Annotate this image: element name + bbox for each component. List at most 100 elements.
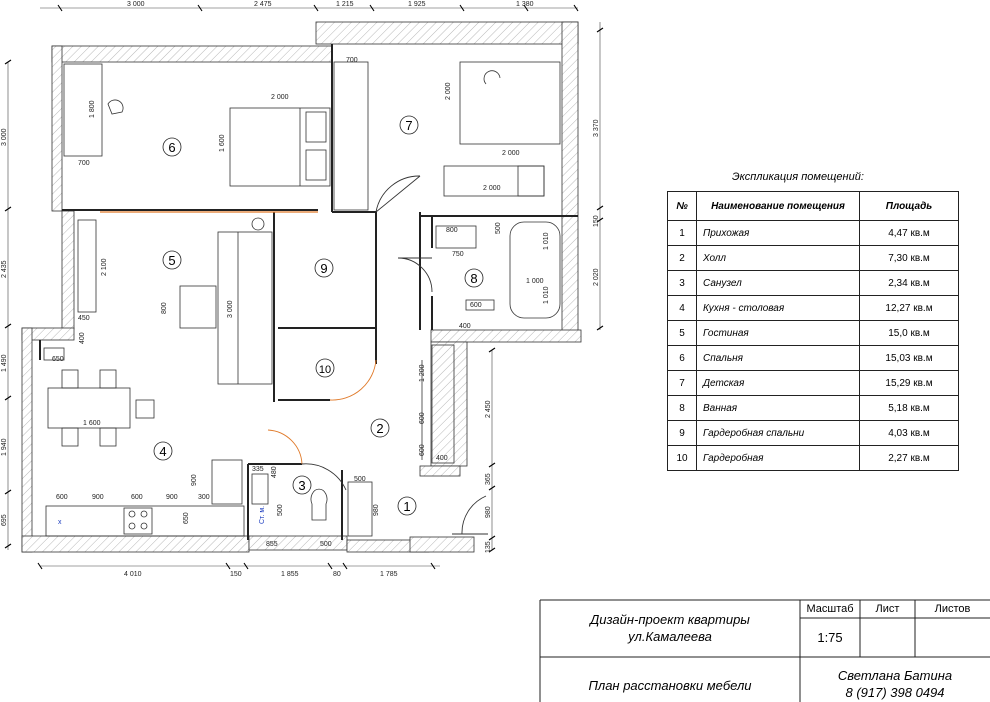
kitchen-dim-900a: 900 <box>92 494 104 501</box>
dim-500a: 500 <box>495 222 502 234</box>
row-area: 15,03 кв.м <box>859 345 959 371</box>
row-number: 10 <box>667 445 697 471</box>
row-name: Прихожая <box>696 220 860 246</box>
title-block-frame <box>539 599 990 702</box>
dim-600b: 600 <box>419 412 426 424</box>
x-mark: x <box>58 519 62 526</box>
dim-700b: 700 <box>78 160 90 167</box>
row-area: 2,27 кв.м <box>859 445 959 471</box>
sheet-label: Лист <box>875 603 900 615</box>
dim-right-lower-1: 2 450 <box>485 400 492 418</box>
dim-2000c: 2 000 <box>502 150 520 157</box>
dim-left-3: 1 490 <box>1 354 8 372</box>
row-name: Холл <box>696 245 860 271</box>
dim-1800: 1 800 <box>89 100 96 118</box>
dim-1200: 1 200 <box>419 364 426 382</box>
dim-1000: 1 000 <box>526 278 544 285</box>
room-number-3: 3 <box>298 478 305 493</box>
row-area: 15,0 кв.м <box>859 320 959 346</box>
row-number: 6 <box>667 345 697 371</box>
scale-label: Масштаб <box>806 603 854 615</box>
dim-750: 750 <box>452 251 464 258</box>
dim-top-3: 1 215 <box>336 1 354 8</box>
kitchen-dim-600b: 600 <box>131 494 143 501</box>
header-room-name: Наименование помещения <box>696 191 860 221</box>
row-name: Гардеробная спальни <box>696 420 860 446</box>
dim-650b: 650 <box>183 512 190 524</box>
walls <box>21 21 582 553</box>
header-area: Площадь <box>859 191 959 221</box>
explication-header-row: № Наименование помещения Площадь <box>667 191 959 221</box>
room-numbers: 6 5 7 9 8 10 2 4 3 1 <box>159 118 477 514</box>
dim-top-1: 3 000 <box>127 1 145 8</box>
dim-2000a: 2 000 <box>271 94 289 101</box>
row-area: 7,30 кв.м <box>859 245 959 271</box>
dim-1010a: 1 010 <box>543 232 550 250</box>
dim-bottom-1: 4 010 <box>124 571 142 578</box>
row-name: Ванная <box>696 395 860 421</box>
row-area: 2,34 кв.м <box>859 270 959 296</box>
sheet-title: План расстановки мебели <box>588 678 752 693</box>
dim-top-2: 2 475 <box>254 1 272 8</box>
dim-right-lower-3: 980 <box>485 506 492 518</box>
row-number: 1 <box>667 220 697 246</box>
row-number: 7 <box>667 370 697 396</box>
row-number: 8 <box>667 395 697 421</box>
dim-right-1: 3 370 <box>593 119 600 137</box>
row-number: 4 <box>667 295 697 321</box>
dim-bottom-5: 1 785 <box>380 571 398 578</box>
doors <box>100 175 488 535</box>
dim-1600: 1 600 <box>219 134 226 152</box>
dim-1010b: 1 010 <box>543 286 550 304</box>
row-area: 5,18 кв.м <box>859 395 959 421</box>
room-number-10: 10 <box>319 364 331 376</box>
dim-left-5: 695 <box>1 514 8 526</box>
row-name: Спальня <box>696 345 860 371</box>
row-area: 15,29 кв.м <box>859 370 959 396</box>
dim-2100: 2 100 <box>101 258 108 276</box>
dim-right-2: 150 <box>593 215 600 227</box>
dim-500d: 500 <box>320 541 332 548</box>
kitchen-dim-300: 300 <box>198 494 210 501</box>
partitions <box>39 44 578 540</box>
project-title-line2: ул.Камалеева <box>628 629 712 644</box>
project-title-line1: Дизайн-проект квартиры <box>590 612 750 627</box>
dim-bottom-4: 80 <box>333 571 341 578</box>
dim-650a: 650 <box>52 356 64 363</box>
row-number: 9 <box>667 420 697 446</box>
dim-335: 335 <box>252 466 264 473</box>
dim-600c: 600 <box>419 444 426 456</box>
dim-800a: 800 <box>446 227 458 234</box>
row-area: 4,03 кв.м <box>859 420 959 446</box>
dim-400a: 400 <box>459 323 471 330</box>
room-number-6: 6 <box>168 140 175 155</box>
scale-value: 1:75 <box>817 630 843 645</box>
explication-title: Экспликация помещений: <box>732 171 864 183</box>
row-name: Санузел <box>696 270 860 296</box>
dim-800b: 800 <box>161 302 168 314</box>
dim-855: 855 <box>266 541 278 548</box>
dim-980: 980 <box>373 504 380 516</box>
row-area: 12,27 кв.м <box>859 295 959 321</box>
row-number: 5 <box>667 320 697 346</box>
dim-500b: 500 <box>354 476 366 483</box>
room-number-5: 5 <box>168 253 175 268</box>
dim-600a: 600 <box>470 302 482 309</box>
dim-top-5: 1 380 <box>516 1 534 8</box>
dim-right-lower-4: 135 <box>485 541 492 553</box>
header-number: № <box>667 191 697 221</box>
room-markers <box>153 115 484 516</box>
laundry-label: Ст. м. <box>259 506 266 524</box>
dim-left-1: 3 000 <box>1 128 8 146</box>
dim-480: 480 <box>271 466 278 478</box>
